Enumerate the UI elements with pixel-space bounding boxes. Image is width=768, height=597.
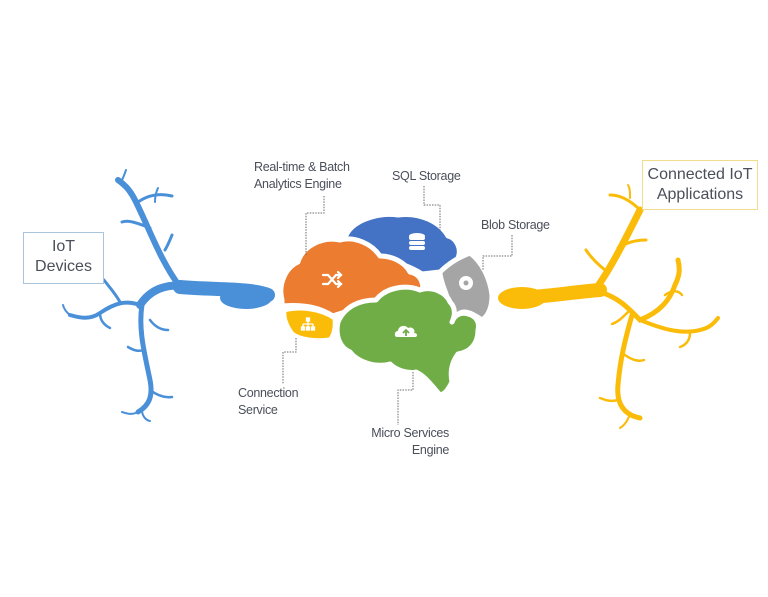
label-connection-line2: Service [238, 403, 278, 417]
label-sql-storage: SQL Storage [392, 168, 461, 185]
connected-apps-box: Connected IoT Applications [642, 160, 758, 210]
applications-branch-bulb [498, 287, 546, 309]
devices-branch-bulb [220, 287, 272, 309]
label-analytics-engine: Real-time & Batch Analytics Engine [254, 159, 350, 193]
leader-analytics [305, 196, 325, 255]
iot-devices-box: IoT Devices [23, 232, 104, 284]
label-microservices-line2: Engine [411, 443, 449, 457]
leader-microservices [397, 372, 414, 425]
label-microservices-engine: Micro Services Engine [369, 425, 449, 459]
label-analytics-line1: Real-time & Batch [254, 160, 350, 174]
database-icon [409, 233, 425, 250]
label-sql-line1: SQL Storage [392, 169, 461, 183]
brain [278, 211, 495, 398]
shuffle-icon [321, 270, 343, 289]
label-blob-storage: Blob Storage [481, 217, 550, 234]
lobe-microservices-engine[interactable] [334, 284, 481, 398]
leader-connection [282, 338, 297, 384]
hierarchy-icon [300, 317, 316, 331]
label-analytics-line2: Analytics Engine [254, 177, 342, 191]
label-connection-service: Connection Service [238, 385, 299, 419]
iot-devices-line2: Devices [35, 258, 92, 275]
label-microservices-line1: Micro Services [371, 426, 449, 440]
label-connection-line1: Connection [238, 386, 299, 400]
devices-branch [62, 169, 275, 422]
leader-blob [482, 235, 513, 270]
connected-apps-line2: Applications [656, 186, 744, 203]
disc-icon [459, 276, 473, 290]
leader-lines [282, 186, 513, 425]
iot-devices-line1: IoT [51, 238, 76, 255]
cloud-upload-icon [394, 325, 418, 337]
leader-sql [423, 186, 441, 230]
connected-apps-line1: Connected IoT [647, 166, 753, 183]
label-blob-line1: Blob Storage [481, 218, 550, 232]
